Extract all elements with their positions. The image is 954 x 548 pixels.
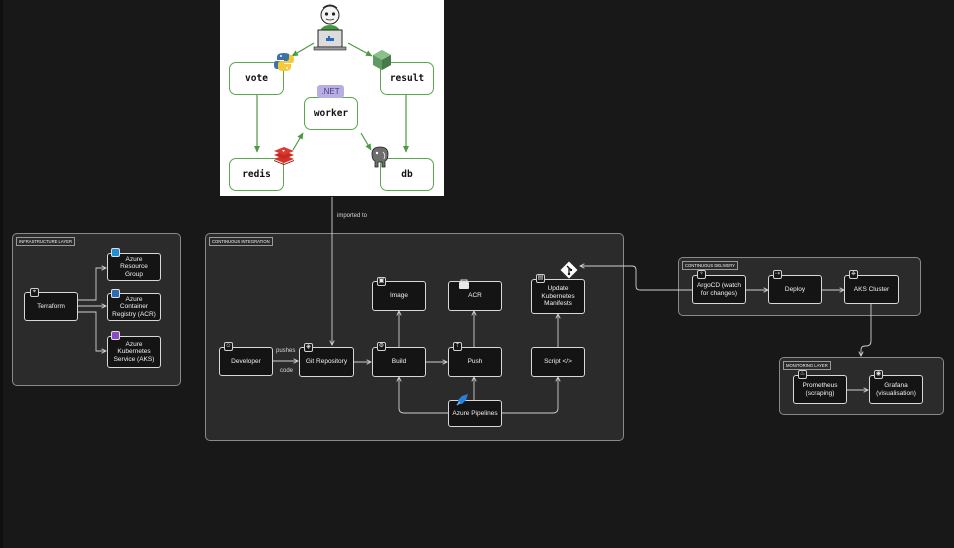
deploy-icon: ⇢	[773, 270, 782, 279]
deploy-node: Deploy	[768, 275, 822, 304]
user-with-laptop-icon	[313, 3, 347, 53]
acr-node: ACR	[448, 281, 502, 311]
developer-user-icon: ☺	[224, 342, 233, 351]
build-node: Build	[372, 347, 426, 377]
git-repository-node: Git Repository	[299, 347, 354, 377]
argocd-label: ArgoCD (watch for changes)	[696, 282, 742, 297]
continuous-integration-label: CONTINUOUS INTEGRATION	[209, 237, 273, 246]
aks-cluster-label: AKS Cluster	[853, 285, 890, 293]
azure-pipelines-icon	[456, 393, 469, 406]
edge-pipelines-script	[502, 377, 558, 414]
edge-user-result	[347, 42, 373, 57]
python-logo-icon	[274, 52, 294, 72]
push-node: Push	[448, 347, 502, 377]
edge-terraform-rg	[78, 268, 106, 301]
continuous-delivery-label: CONTINUOUS DELIVERY	[682, 261, 738, 270]
git-diamond-icon	[560, 261, 578, 279]
developer-label: Developer	[231, 357, 261, 365]
push-label: Push	[467, 358, 483, 366]
terraform-icon: ⌖	[30, 288, 39, 297]
edge-user-vote	[291, 42, 315, 57]
vote-service-node: vote	[229, 62, 284, 95]
azure-resource-group-node: Azure Resource Group	[107, 253, 161, 281]
argocd-octopus-icon: ♆	[697, 270, 706, 279]
left-edge-strip	[0, 0, 3, 548]
edge-terraform-aks	[78, 311, 106, 351]
image-node: Image	[372, 281, 426, 311]
monitoring-layer-label: MONITORING LAYER	[783, 361, 831, 370]
edge-argocd-git	[580, 266, 692, 291]
argocd-node: ArgoCD (watch for changes)	[692, 275, 746, 304]
acr-container-icon	[458, 276, 470, 289]
deploy-label: Deploy	[784, 285, 806, 293]
git-repository-label: Git Repository	[305, 358, 348, 366]
terraform-label: Terraform	[37, 302, 65, 310]
image-label: Image	[389, 292, 409, 300]
postgresql-elephant-icon	[370, 146, 390, 168]
azure-pipelines-label: Azure Pipelines	[452, 409, 498, 417]
docker-image-icon: ▣	[377, 277, 386, 286]
db-service-node: db	[380, 158, 434, 191]
azure-kubernetes-service-node: Azure Kubernetes Service (AKS)	[107, 336, 161, 368]
build-label: Build	[391, 358, 407, 366]
prometheus-node: Prometheus (scraping)	[793, 375, 847, 404]
azure-container-registry-label: Azure Container Registry (ACR)	[112, 295, 156, 318]
edge-redis-worker	[292, 132, 304, 151]
nodejs-hexagon-icon	[373, 50, 391, 70]
resource-group-icon	[111, 248, 120, 257]
imported-to-label: imported to	[337, 213, 368, 219]
grafana-icon: ◉	[874, 370, 883, 379]
build-gear-icon: ⚙	[377, 342, 386, 351]
result-service-node: result	[380, 62, 434, 95]
git-icon: ◈	[304, 343, 313, 352]
redis-logo-icon	[273, 147, 295, 165]
aks-cluster-node: AKS Cluster	[844, 275, 899, 304]
azure-kubernetes-service-label: Azure Kubernetes Service (AKS)	[113, 340, 155, 363]
container-registry-icon	[111, 289, 120, 298]
script-node: Script </>	[531, 347, 585, 377]
worker-service-node: worker	[304, 97, 358, 130]
grafana-node: Grafana (visualisation)	[869, 375, 923, 404]
push-upload-icon: ⇡	[453, 342, 462, 351]
grafana-label: Grafana (visualisation)	[876, 382, 916, 397]
edge-worker-db	[360, 132, 372, 151]
prometheus-flame-icon: ♨	[798, 370, 807, 379]
azure-resource-group-label: Azure Resource Group	[120, 255, 148, 278]
edge-aks-monitoring	[861, 304, 872, 356]
update-kubernetes-manifests-node: Update Kubernetes Manifests	[531, 279, 585, 314]
kubernetes-wheel-icon: ⎈	[849, 270, 858, 279]
script-label: Script </>	[544, 358, 572, 366]
continuous-integration-group: CONTINUOUS INTEGRATION	[205, 233, 624, 441]
update-kubernetes-manifests-label: Update Kubernetes Manifests	[541, 285, 575, 308]
dotnet-badge: .NET	[317, 85, 344, 98]
prometheus-label: Prometheus (scraping)	[802, 382, 838, 397]
infrastructure-layer-label: INFRASTRUCTURE LAYER	[16, 237, 75, 246]
code-label: code	[280, 368, 294, 374]
manifest-file-icon: ▤	[536, 274, 545, 283]
pushes-label: pushes	[276, 348, 296, 354]
developer-node: Developer	[219, 347, 273, 376]
edge-pipelines-build	[399, 377, 448, 414]
acr-label: ACR	[468, 292, 482, 300]
redis-service-node: redis	[229, 158, 284, 191]
kubernetes-service-icon	[111, 331, 120, 340]
